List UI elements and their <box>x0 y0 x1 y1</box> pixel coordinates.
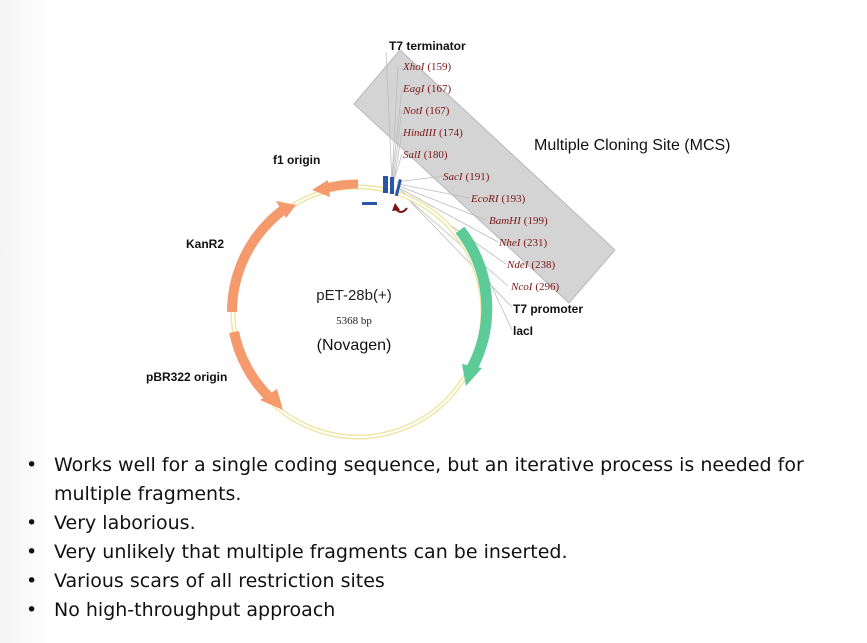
bullet-item: •Very unlikely that multiple fragments c… <box>22 538 862 567</box>
f1-origin-label: f1 origin <box>273 153 320 167</box>
kanr2-label: KanR2 <box>186 237 224 251</box>
laci-label: lacI <box>513 324 533 338</box>
kanr2-arrow <box>227 206 287 313</box>
site-label: HindIII(174) <box>402 127 463 139</box>
mcs-title: Multiple Cloning Site (MCS) <box>534 137 731 154</box>
site-label: SacI(191) <box>443 171 490 183</box>
plasmid-map: T7 terminator f1 origin KanR2 pBR322 ori… <box>146 39 731 440</box>
bullet-dot: • <box>26 454 38 476</box>
mcs-box <box>353 49 616 304</box>
laci-arrow <box>455 226 493 371</box>
site-label: NdeI(238) <box>506 259 556 271</box>
plasmid-name: pET-28b(+) <box>316 287 391 304</box>
site-label: SalI(180) <box>403 149 448 161</box>
mcs-marks <box>362 176 402 205</box>
bullet-item: •Very laborious. <box>22 509 862 538</box>
bullet-dot: • <box>26 570 38 592</box>
bullet-item: •No high-throughput approach <box>22 596 862 625</box>
site-label: EcoRI(193) <box>470 193 526 205</box>
plasmid-vendor: (Novagen) <box>317 337 392 354</box>
bullet-item: •Various scars of all restriction sites <box>22 567 862 596</box>
f1-origin-arrow <box>324 179 359 193</box>
kanr2-arrowhead <box>276 201 296 218</box>
site-label: BamHI(199) <box>489 215 548 227</box>
site-label: NcoI(296) <box>510 281 560 293</box>
pbr322-origin-label: pBR322 origin <box>146 370 227 384</box>
t7-promoter-label: T7 promoter <box>513 302 583 316</box>
t7-terminator-mark <box>362 202 377 205</box>
bullet-item: •Works well for a single coding sequence… <box>22 451 862 509</box>
f1-origin-arrowhead <box>312 180 330 197</box>
pbr322-origin-arrowhead <box>260 389 283 410</box>
laci-arrowhead <box>462 364 482 386</box>
bullet-dot: • <box>26 512 38 534</box>
bullet-dot: • <box>26 541 38 563</box>
t7-terminator-label: T7 terminator <box>389 39 466 53</box>
site-label: EagI(167) <box>402 83 452 95</box>
pbr322-origin-arrow <box>229 330 274 402</box>
bullet-dot: • <box>26 599 38 621</box>
site-label: NheI(231) <box>498 237 548 249</box>
bullet-list: •Works well for a single coding sequence… <box>22 451 862 625</box>
plasmid-size: 5368 bp <box>336 315 372 327</box>
restriction-sites: XhoI(159) EagI(167) NotI(167) HindIII(17… <box>402 61 560 293</box>
site-label: NotI(167) <box>402 105 450 117</box>
site-label: XhoI(159) <box>402 61 452 73</box>
